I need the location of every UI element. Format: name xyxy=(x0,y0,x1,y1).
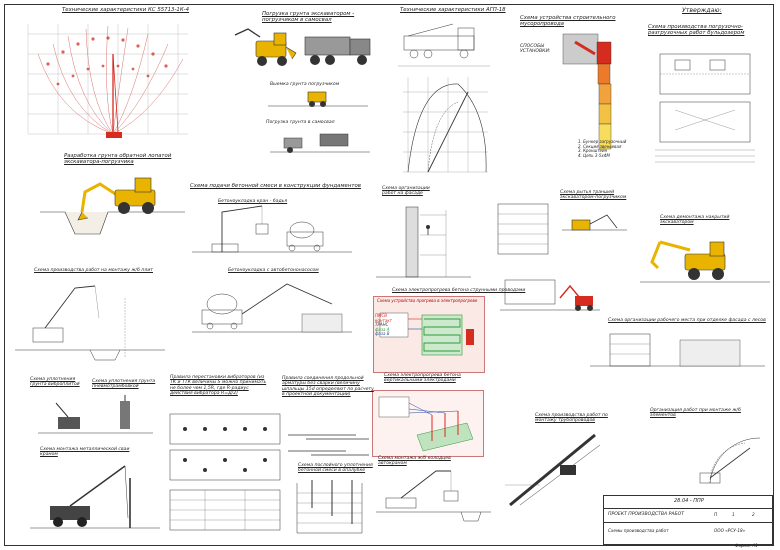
title-block: 28.04 - ППР ПРОЕКТ ПРОИЗВОДСТВА РАБОТ П … xyxy=(603,495,773,545)
stamp-format: Формат А1 xyxy=(735,543,758,548)
approved-label: Утверждаю: xyxy=(682,7,722,14)
stamp-org: ООО «РСУ-18» xyxy=(714,528,746,533)
small-loader-illustration xyxy=(500,279,600,311)
wells-title: Схема монтажа ж/б колодцев автокраном xyxy=(378,456,451,467)
stamp-code: 28.04 - ППР xyxy=(674,498,704,504)
stamp-sheets: 2 xyxy=(752,512,755,517)
slab-crane-title: Схема производства работ на монтажу ж/б … xyxy=(34,268,153,273)
heating-scheme-panel: Схема устройства прогрева в электропрогр… xyxy=(373,296,485,373)
agp-reach-chart xyxy=(403,77,488,173)
pump-drawing xyxy=(192,283,352,333)
trench-dig-title: Разработка грунта обратной лопатой экска… xyxy=(64,153,172,166)
backhoe-trench-illustration xyxy=(40,177,185,235)
agp-truck-drawing xyxy=(398,23,490,67)
crane-chars-title: Технические характеристики КС 55713-1К-4 xyxy=(62,7,190,13)
loading-title: Погрузка грунта экскаватором - погрузчик… xyxy=(262,11,355,24)
pipeline-drawing xyxy=(505,433,601,507)
concrete-supply-title: Схема подачи бетонной смеси в конструкци… xyxy=(190,183,361,189)
bulldozer-scheme-drawing xyxy=(655,53,755,163)
stamp-stage: П xyxy=(714,512,718,517)
vibro-trench-title: Схема уплотнения грунта пневмотрамбовкой xyxy=(92,379,156,390)
vibrator-spacing-drawing xyxy=(169,413,281,531)
agp-title: Технические характеристики АГП-18 xyxy=(400,7,506,13)
rebar-rules-title: Правила соединения продольной арматуры б… xyxy=(282,376,374,397)
wells-crane-drawing xyxy=(376,470,491,522)
chute-title: Схема устройства строительного мусоропро… xyxy=(520,15,616,28)
drawing-sheet xyxy=(4,4,774,546)
crane-bucket-drawing xyxy=(192,205,352,253)
excavator-demolition-illustration xyxy=(640,240,770,283)
electrode-diagram xyxy=(378,396,474,452)
loader-small-illustration xyxy=(268,91,368,107)
loader-to-truck-illustration xyxy=(270,133,370,153)
trench-digging-title: Схема рытья траншей экскаватором-погрузч… xyxy=(560,190,627,201)
rebar-overlap-drawing xyxy=(288,434,369,456)
trench-plan-drawing xyxy=(497,203,627,255)
concrete-crane-label: Бетоноукладка кран - бадья xyxy=(218,199,288,204)
formwork-layers-drawing xyxy=(296,480,363,534)
debris-chute-drawing xyxy=(562,33,612,150)
pile-crane-illustration xyxy=(30,465,160,529)
stamp-sheet: 1 xyxy=(732,512,735,517)
slab-crane-drawing xyxy=(15,285,165,361)
concrete-pump-label: Бетоноукладка с автобетононасосом xyxy=(228,268,319,273)
unloading-label: Выемка грунта погрузчиком xyxy=(270,82,340,87)
layer-compact-title: Схема послойного уплотнения бетонной сме… xyxy=(298,463,373,474)
workplace-title: Схема организации рабочего места при отд… xyxy=(608,318,766,323)
mount-crane-title: Схема монтажа металлической сваи краном xyxy=(40,447,130,458)
electrode-panel xyxy=(372,390,484,457)
heating-box-title: Схема устройства прогрева в электропрогр… xyxy=(377,298,478,303)
vibrator-rules-title: Правила перестановки вибраторов (из ТК и… xyxy=(170,375,267,396)
crane-load-chart xyxy=(27,24,188,138)
stamp-project: ПРОЕКТ ПРОИЗВОДСТВА РАБОТ xyxy=(608,512,685,517)
piping-title: Схема производства работ по монтажу труб… xyxy=(535,413,608,424)
facade-works-title: Схема организации работ на фасаде xyxy=(382,186,430,197)
electrode-heating-title: Схема электропрогрева бетона вертикальны… xyxy=(384,373,461,384)
bulldozer-scheme-title: Схема производства погрузочно-разгрузочн… xyxy=(648,24,745,37)
chute-caption: СПОСОБЫ УСТАНОВКИ: xyxy=(520,44,551,55)
heating-title: Схема электропрогрева бетона струнными п… xyxy=(392,288,526,293)
facade-scaffold-drawing xyxy=(376,206,471,278)
tower-works-title: Организация работ при монтаже ж/б элемен… xyxy=(650,408,741,419)
selfunload-label: Погрузка грунта в самосвал xyxy=(266,120,335,125)
demolition-title: Схема демонтажа накрытий экскаватором xyxy=(660,215,730,226)
tower-radius-drawing xyxy=(699,437,761,484)
loader-dumptruck-illustration xyxy=(234,28,371,66)
vibroplate-illustration xyxy=(38,395,153,434)
heating-wire-diagram xyxy=(379,312,474,356)
vibro-scheme-title: Схема уплотнения грунта виброплитой xyxy=(30,377,80,388)
stamp-sheet-title: Схемы производства работ xyxy=(608,528,669,533)
workplace-drawing xyxy=(590,333,765,367)
